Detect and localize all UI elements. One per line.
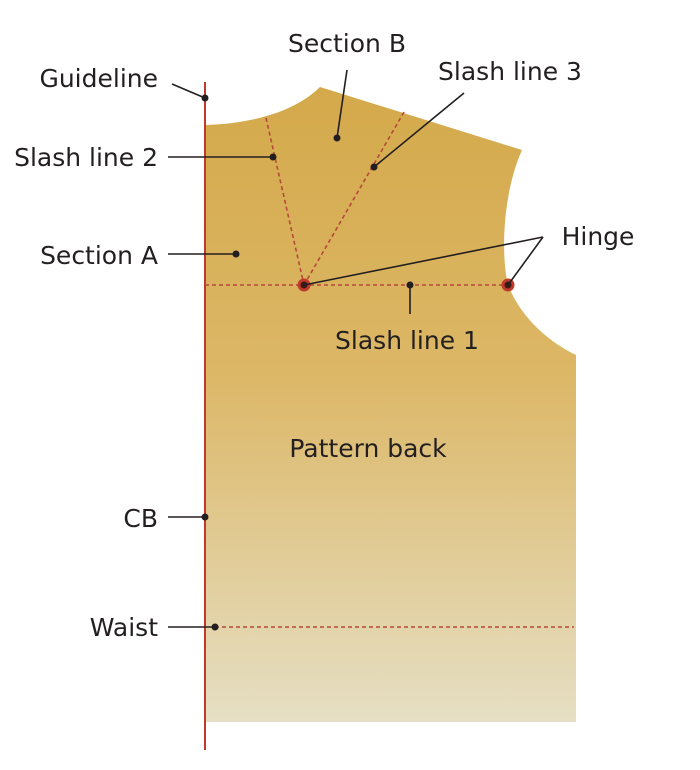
section-b-label: Section B (288, 29, 406, 58)
guideline-label: Guideline (39, 64, 158, 93)
slash-line-2-dot (269, 153, 277, 161)
guideline-dot (201, 94, 209, 102)
pattern-back-label: Pattern back (289, 434, 447, 463)
cb-label: CB (123, 504, 158, 533)
cb-dot (201, 513, 209, 521)
section-a-label: Section A (40, 241, 158, 270)
slash-line-1-dot (406, 281, 414, 289)
section-b-leader (336, 69, 348, 139)
slash-line-2-label: Slash line 2 (14, 143, 158, 172)
section-b-dot (333, 134, 341, 142)
slash-line-1-label: Slash line 1 (335, 326, 479, 355)
hinge-leader-right (507, 236, 544, 286)
slash-line-3-dashed (303, 111, 405, 286)
slash-line-3-leader (373, 92, 465, 168)
slash-line-2-dashed (265, 117, 305, 286)
slash-line-3-label: Slash line 3 (438, 57, 582, 86)
waist-dot (211, 623, 219, 631)
guideline-leader (171, 83, 206, 99)
section-a-dot (232, 250, 240, 258)
pattern-back-shape (205, 87, 576, 722)
hinge-leader-left (303, 236, 544, 286)
slash-line-3-dot (370, 163, 378, 171)
hinge-label: Hinge (562, 222, 635, 251)
waist-label: Waist (90, 613, 158, 642)
